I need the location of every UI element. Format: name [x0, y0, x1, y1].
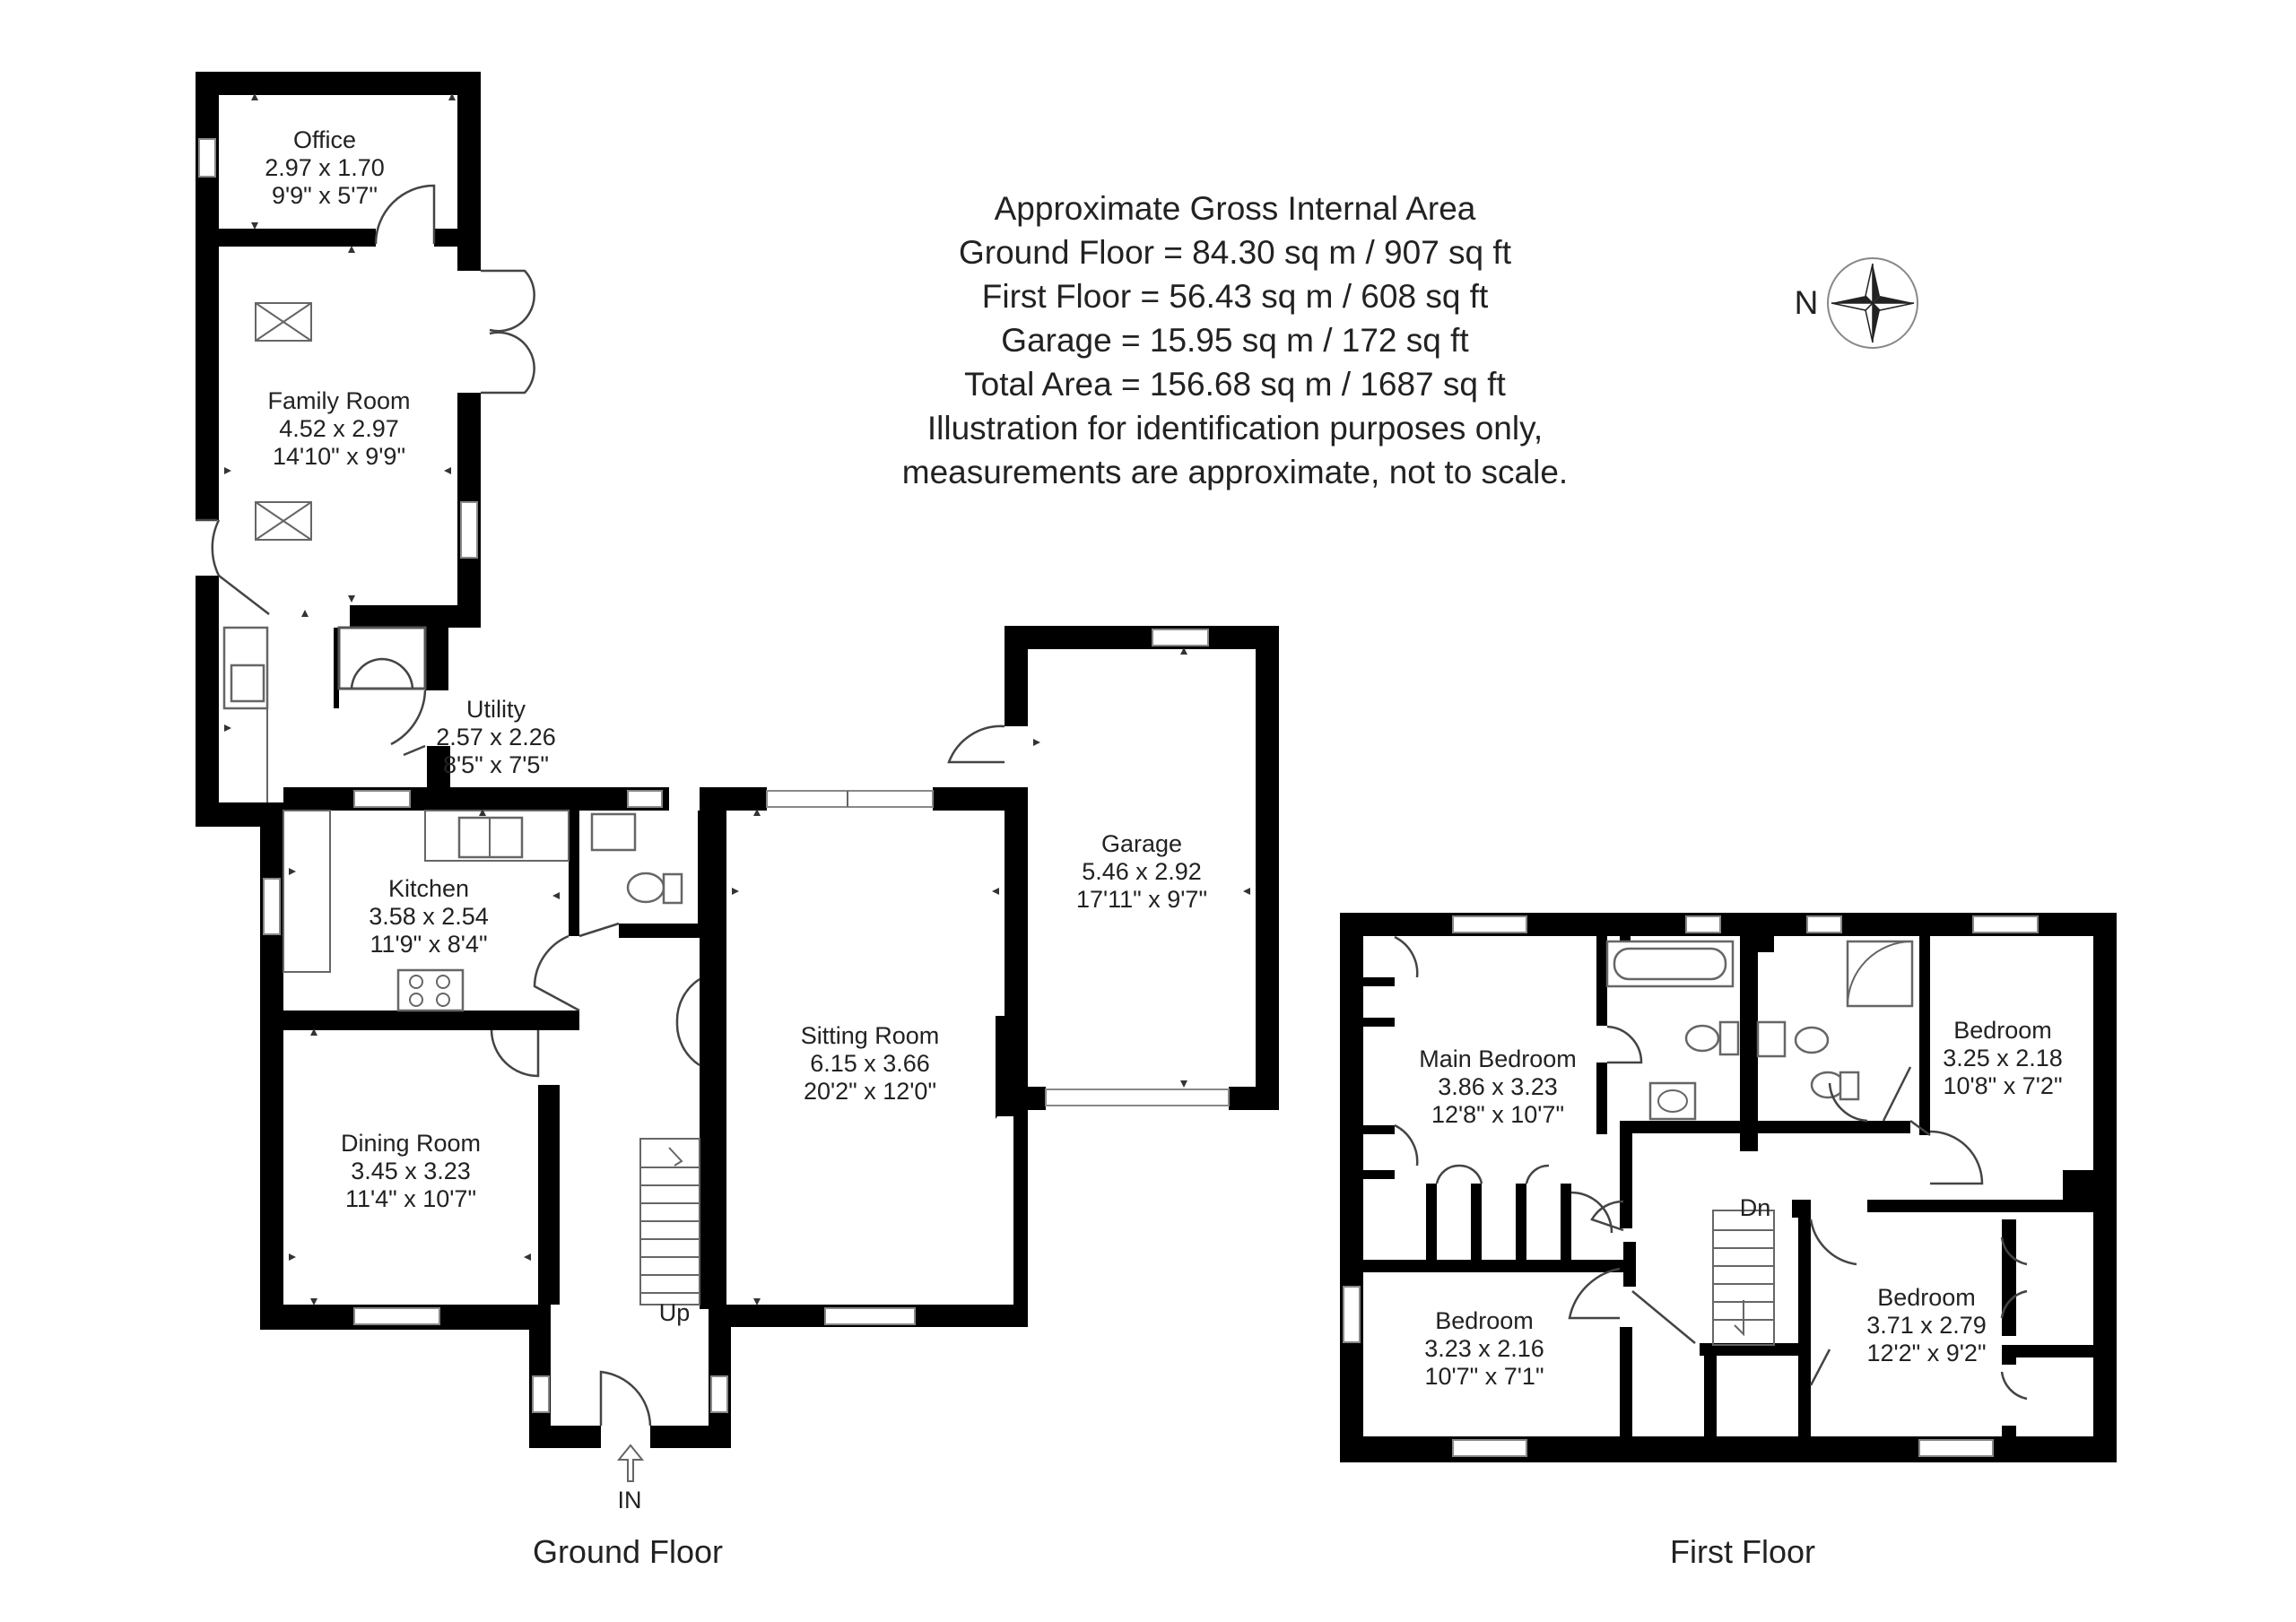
room-metric: 2.57 x 2.26 [436, 724, 556, 750]
ground-floor-caption: Ground Floor [533, 1533, 723, 1570]
room-label-utility: Utility 2.57 x 2.26 8'5" x 7'5" [436, 696, 556, 778]
entrance-label: IN [618, 1487, 642, 1514]
room-name: Kitchen [388, 875, 469, 902]
room-imperial: 20'2" x 12'0" [804, 1078, 936, 1105]
area-info: Approximate Gross Internal Area Ground F… [902, 190, 1568, 490]
room-label-dining-room: Dining Room 3.45 x 3.23 11'4" x 10'7" [341, 1130, 481, 1212]
room-metric: 3.23 x 2.16 [1424, 1335, 1544, 1362]
disclaimer-line-2: measurements are approximate, not to sca… [902, 454, 1568, 490]
room-metric: 4.52 x 2.97 [279, 415, 399, 442]
room-label-office: Office 2.97 x 1.70 9'9" x 5'7" [265, 126, 385, 209]
room-imperial: 10'7" x 7'1" [1424, 1363, 1544, 1390]
room-name: Bedroom [1953, 1017, 2052, 1044]
room-name: Utility [466, 696, 526, 723]
room-imperial: 12'8" x 10'7" [1431, 1101, 1564, 1128]
room-name: Main Bedroom [1419, 1045, 1577, 1072]
room-metric: 3.71 x 2.79 [1866, 1312, 1987, 1339]
room-label-kitchen: Kitchen 3.58 x 2.54 11'9" x 8'4" [369, 875, 489, 958]
room-label-bedroom-4: Bedroom 3.71 x 2.79 12'2" x 9'2" [1866, 1284, 1987, 1366]
room-imperial: 17'11" x 9'7" [1076, 886, 1207, 913]
dimension-markers [224, 93, 1250, 1305]
room-metric: 2.97 x 1.70 [265, 154, 385, 181]
room-name: Garage [1101, 830, 1182, 857]
ground-floor-area: Ground Floor = 84.30 sq m / 907 sq ft [959, 234, 1512, 271]
disclaimer-line-1: Illustration for identification purposes… [927, 410, 1543, 447]
room-label-main-bedroom: Main Bedroom 3.86 x 3.23 12'8" x 10'7" [1419, 1045, 1577, 1128]
ground-floor-walls [196, 72, 1279, 1448]
room-imperial: 10'8" x 7'2" [1943, 1072, 2062, 1099]
entrance-arrow-icon [616, 1444, 645, 1482]
room-name: Office [293, 126, 356, 153]
stairs-up-label: Up [659, 1299, 691, 1326]
room-metric: 3.45 x 3.23 [351, 1158, 471, 1184]
stairs-icon [639, 1138, 700, 1305]
room-metric: 3.25 x 2.18 [1943, 1045, 2063, 1071]
room-name: Dining Room [341, 1130, 481, 1157]
total-area: Total Area = 156.68 sq m / 1687 sq ft [964, 366, 1506, 403]
room-name: Bedroom [1877, 1284, 1976, 1311]
stairs-icon [1712, 1210, 1775, 1346]
compass-rose-icon [1827, 257, 1918, 349]
first-floor-caption: First Floor [1670, 1533, 1815, 1570]
room-label-bedroom-2: Bedroom 3.25 x 2.18 10'8" x 7'2" [1943, 1017, 2063, 1099]
room-imperial: 9'9" x 5'7" [272, 182, 378, 209]
room-name: Bedroom [1435, 1307, 1534, 1334]
area-title: Approximate Gross Internal Area [995, 190, 1476, 227]
room-imperial: 12'2" x 9'2" [1866, 1340, 1986, 1366]
room-label-sitting-room: Sitting Room 6.15 x 3.66 20'2" x 12'0" [801, 1022, 940, 1105]
room-imperial: 11'4" x 10'7" [345, 1185, 476, 1212]
room-metric: 3.58 x 2.54 [369, 903, 489, 930]
room-name: Sitting Room [801, 1022, 940, 1049]
skylight-icon [255, 302, 312, 342]
room-label-bedroom-3: Bedroom 3.23 x 2.16 10'7" x 7'1" [1424, 1307, 1544, 1390]
compass-north-label: N [1795, 284, 1819, 321]
first-floor-area: First Floor = 56.43 sq m / 608 sq ft [982, 278, 1489, 315]
stairs-down-label: Dn [1740, 1194, 1771, 1221]
room-label-family-room: Family Room 4.52 x 2.97 14'10" x 9'9" [267, 387, 410, 470]
room-imperial: 14'10" x 9'9" [273, 443, 405, 470]
room-imperial: 11'9" x 8'4" [370, 931, 487, 958]
room-metric: 3.86 x 3.23 [1438, 1073, 1558, 1100]
first-floor-fixtures [1343, 915, 2039, 1457]
garage-area: Garage = 15.95 sq m / 172 sq ft [1001, 322, 1469, 359]
room-metric: 5.46 x 2.92 [1082, 858, 1202, 885]
ground-floor-fixtures [196, 138, 1230, 1482]
skylight-icon [255, 501, 312, 541]
room-metric: 6.15 x 3.66 [810, 1050, 930, 1077]
room-label-garage: Garage 5.46 x 2.92 17'11" x 9'7" [1076, 830, 1207, 913]
room-imperial: 8'5" x 7'5" [443, 751, 549, 778]
room-name: Family Room [267, 387, 410, 414]
